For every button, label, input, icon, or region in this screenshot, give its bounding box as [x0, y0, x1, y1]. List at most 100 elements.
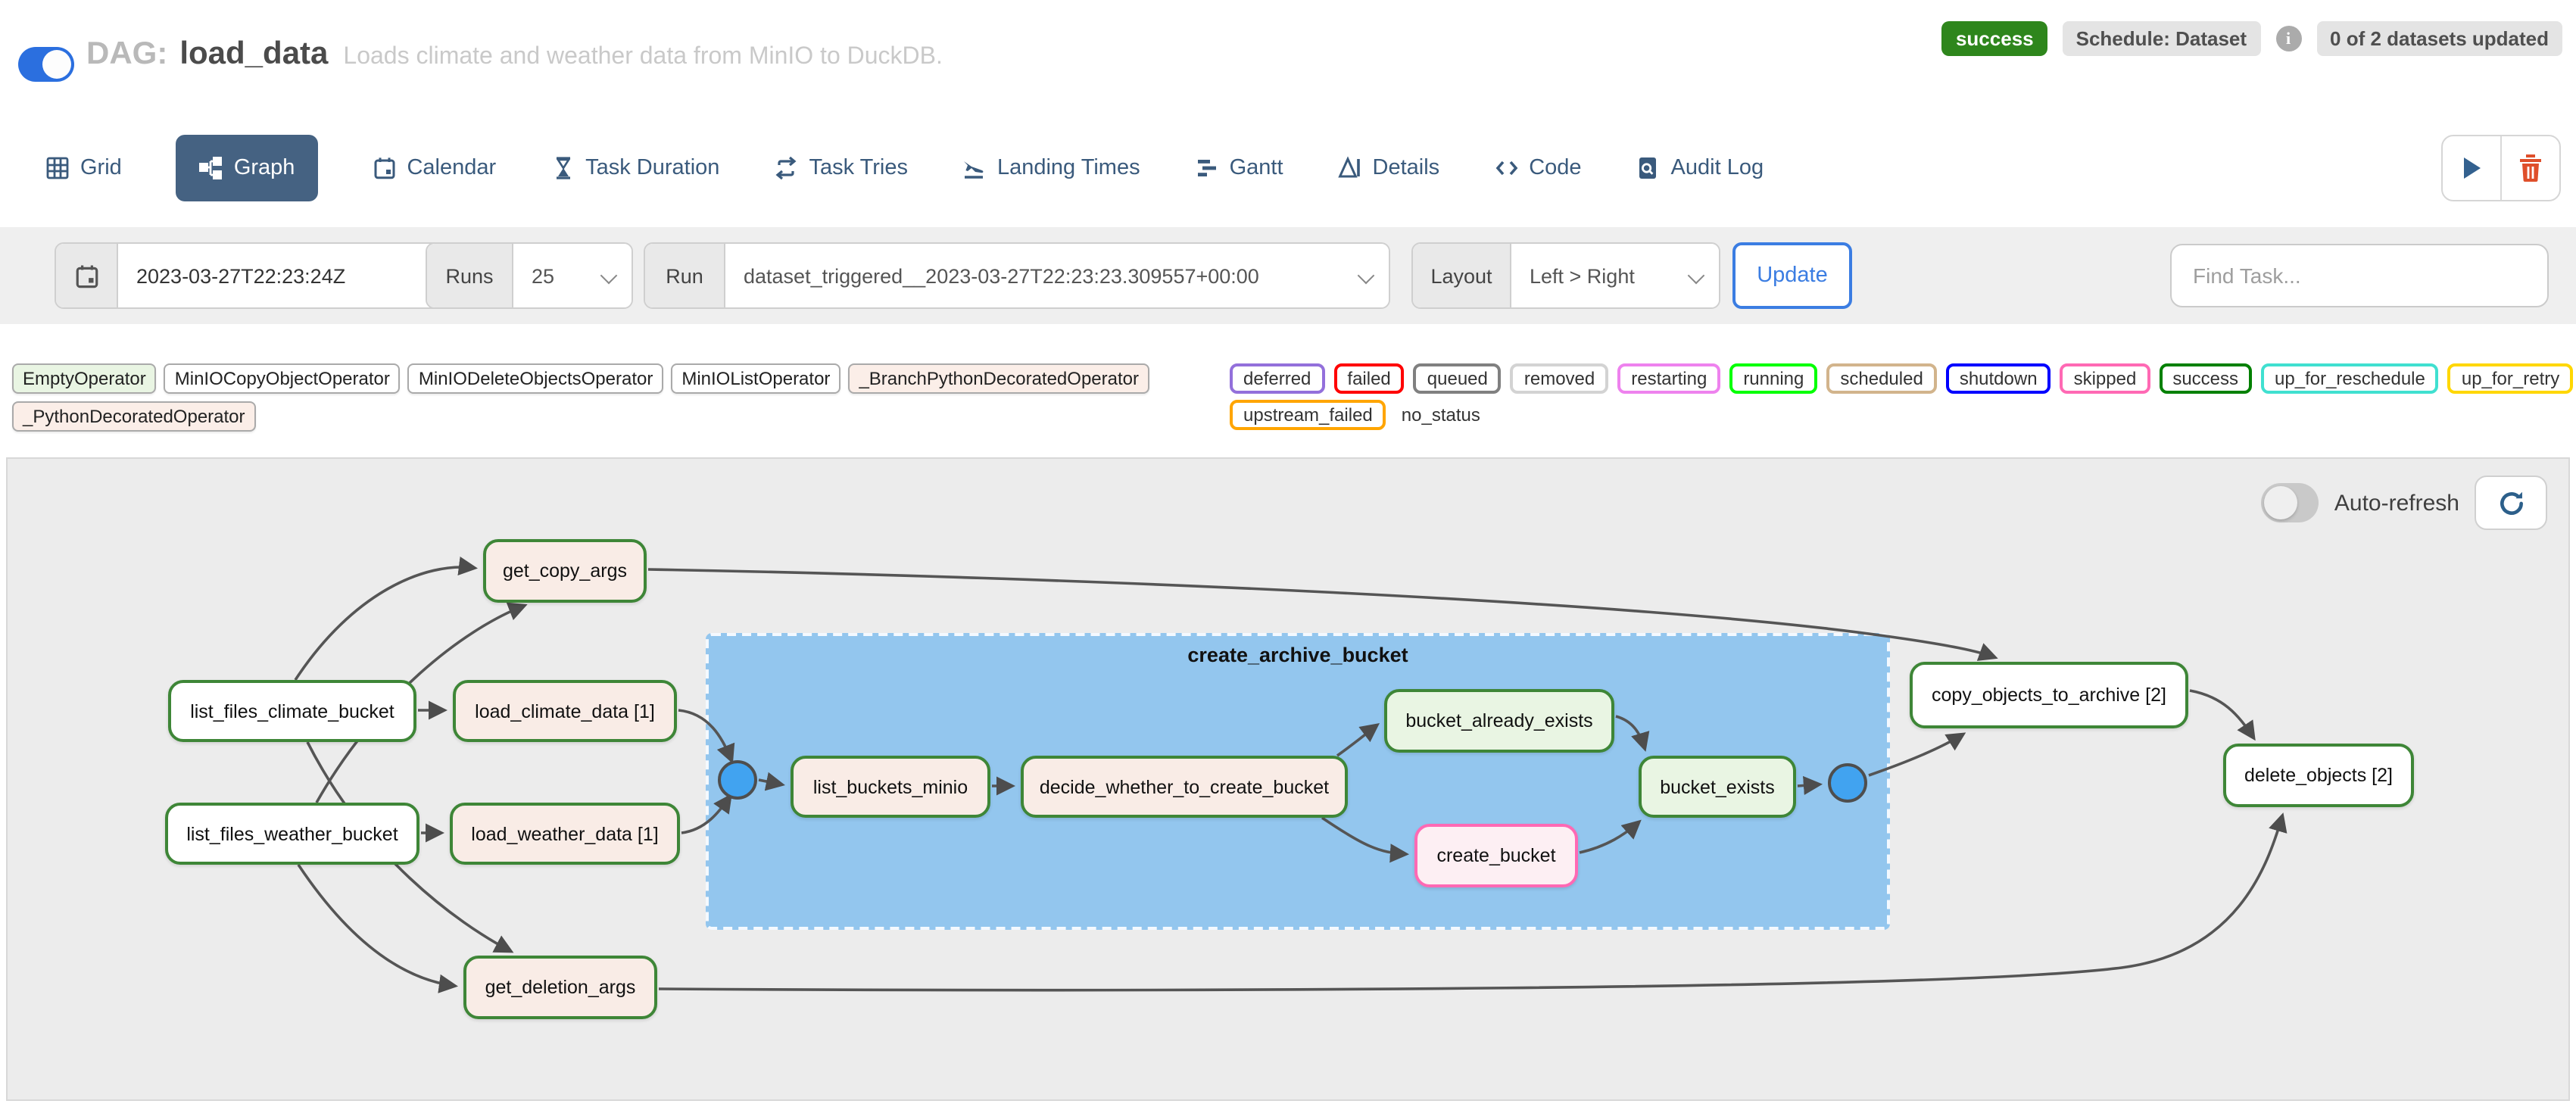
task-group-title: create_archive_bucket [1187, 644, 1408, 666]
dag-prefix-label: DAG: [86, 36, 168, 71]
view-tabs: Grid Graph Calendar Task Duration Task Tries… [45, 135, 1764, 201]
tab-label: Code [1529, 156, 1582, 180]
landing-icon [964, 161, 984, 179]
status-chip-up_for_retry[interactable]: up_for_retry [2447, 363, 2574, 394]
task-node-list_files_climate_bucket[interactable]: list_files_climate_bucket [168, 680, 416, 742]
tab-graph[interactable]: Graph [176, 135, 318, 201]
edge-list_files_climate_bucket-to-get_copy_args [294, 557, 479, 681]
tab-calendar[interactable]: Calendar [372, 135, 496, 201]
run-select[interactable]: dataset_triggered__2023-03-27T22:23:23.3… [725, 244, 1389, 307]
play-icon [2463, 157, 2480, 179]
grid-icon [46, 157, 69, 179]
tab-details[interactable]: Details [1338, 135, 1439, 201]
dag-actions-group [2441, 135, 2561, 201]
edge-list_files_weather_bucket-to-get_deletion_args [297, 864, 458, 993]
operator-chip-miniolistoperator[interactable]: MinIOListOperator [671, 363, 841, 394]
chevron-down-icon [1687, 267, 1705, 285]
task-node-create_bucket[interactable]: create_bucket [1414, 824, 1578, 887]
task-node-load_weather_data[interactable]: load_weather_data [1] [450, 803, 680, 865]
tab-label: Landing Times [996, 156, 1140, 180]
tab-code[interactable]: Code [1494, 135, 1582, 201]
operator-chip-_pythondecoratedoperator[interactable]: _PythonDecoratedOperator [12, 401, 256, 432]
auto-refresh-toggle[interactable] [2261, 483, 2319, 522]
status-chip-restarting[interactable]: restarting [1617, 363, 1721, 394]
edge-copy_objects_to_archive-to-delete_objects [2189, 689, 2256, 741]
code-icon [1495, 161, 1517, 176]
refresh-controls: Auto-refresh [2261, 476, 2547, 530]
join-node-join_right [1828, 763, 1867, 803]
run-group: Run dataset_triggered__2023-03-27T22:23:… [644, 242, 1390, 309]
base-date-group [55, 242, 453, 309]
tab-label: Calendar [407, 156, 497, 180]
edge-bucket_already_exists-to-bucket_exists [1615, 715, 1650, 752]
operator-chip-miniodeleteobjectsoperator[interactable]: MinIODeleteObjectsOperator [407, 363, 664, 394]
status-chip-skipped[interactable]: skipped [2060, 363, 2150, 394]
refresh-icon [2500, 491, 2522, 514]
operator-chip-emptyoperator[interactable]: EmptyOperator [12, 363, 157, 394]
task-node-list_files_weather_bucket[interactable]: list_files_weather_bucket [165, 803, 419, 865]
edge-list_files_climate_bucket-to-get_deletion_args [306, 741, 514, 953]
status-chip-up_for_reschedule[interactable]: up_for_reschedule [2261, 363, 2439, 394]
task-node-copy_objects_to_archive[interactable]: copy_objects_to_archive [2] [1910, 662, 2188, 728]
tab-audit-log[interactable]: Audit Log [1636, 135, 1764, 201]
audit-icon [1639, 157, 1657, 179]
task-node-get_deletion_args[interactable]: get_deletion_args [463, 956, 657, 1019]
toggle-knob [42, 50, 71, 79]
tab-label: Graph [233, 156, 295, 180]
task-node-bucket_already_exists[interactable]: bucket_already_exists [1384, 689, 1614, 753]
run-label: Run [645, 244, 725, 307]
page-title: DAG: load_data Loads climate and weather… [86, 36, 943, 73]
task-node-list_buckets_minio[interactable]: list_buckets_minio [791, 756, 990, 818]
status-chip-scheduled[interactable]: scheduled [1826, 363, 1937, 394]
layout-select[interactable]: Left > Right [1511, 244, 1719, 307]
join-node-join_left [718, 760, 757, 800]
tab-gantt[interactable]: Gantt [1195, 135, 1283, 201]
run-status-badge[interactable]: success [1941, 21, 2047, 56]
base-date-input[interactable] [118, 244, 451, 307]
task-node-decide_whether_to_create_bucket[interactable]: decide_whether_to_create_bucket [1021, 756, 1348, 818]
find-task-input[interactable] [2170, 244, 2549, 307]
tab-task-duration[interactable]: Task Duration [550, 135, 719, 201]
tab-label: Gantt [1229, 156, 1283, 180]
calendar-button[interactable] [56, 244, 118, 307]
edge-get_copy_args-to-copy_objects_to_archive [647, 568, 1998, 661]
header-badges: success Schedule: Dataset i 0 of 2 datas… [1941, 21, 2562, 56]
dag-description: Loads climate and weather data from MinI… [343, 44, 943, 70]
update-button[interactable]: Update [1732, 242, 1852, 309]
task-node-delete_objects[interactable]: delete_objects [2] [2223, 744, 2414, 807]
trash-icon [2520, 154, 2541, 182]
filter-bar: Runs 25 Run dataset_triggered__2023-03-2… [0, 227, 2576, 324]
status-chip-upstream_failed[interactable]: upstream_failed [1230, 400, 1386, 430]
task-node-get_copy_args[interactable]: get_copy_args [483, 539, 647, 603]
status-chip-success[interactable]: success [2159, 363, 2253, 394]
runs-label: Runs [427, 244, 513, 307]
graph-panel: create_archive_bucket get_copy_args list_… [6, 457, 2570, 1101]
runs-select[interactable]: 25 [513, 244, 632, 307]
toggle-knob [2264, 486, 2298, 519]
task-node-load_climate_data[interactable]: load_climate_data [1] [453, 680, 677, 742]
datasets-badge[interactable]: 0 of 2 datasets updated [2316, 21, 2562, 56]
trigger-dag-button[interactable] [2443, 136, 2500, 200]
operator-chip-_branchpythondecoratedoperator[interactable]: _BranchPythonDecoratedOperator [848, 363, 1149, 394]
status-chip-queued[interactable]: queued [1413, 363, 1502, 394]
tab-landing-times[interactable]: Landing Times [962, 135, 1140, 201]
status-chip-failed[interactable]: failed [1333, 363, 1405, 394]
dag-edges [294, 557, 2288, 993]
refresh-button[interactable] [2475, 476, 2547, 530]
dag-pause-toggle[interactable] [18, 47, 74, 82]
schedule-badge[interactable]: Schedule: Dataset [2062, 21, 2261, 56]
tab-grid[interactable]: Grid [45, 135, 122, 201]
operator-chip-miniocopyobjectoperator[interactable]: MinIOCopyObjectOperator [164, 363, 401, 394]
status-chip-removed[interactable]: removed [1510, 363, 1609, 394]
status-chip-deferred[interactable]: deferred [1230, 363, 1325, 394]
delete-dag-button[interactable] [2500, 136, 2559, 200]
edge-join_left-to-list_buckets_minio [758, 772, 785, 791]
layout-label: Layout [1413, 244, 1511, 307]
tab-task-tries[interactable]: Task Tries [774, 135, 908, 201]
task-node-bucket_exists[interactable]: bucket_exists [1639, 756, 1796, 818]
status-chip-running[interactable]: running [1729, 363, 1818, 394]
status-chip-shutdown[interactable]: shutdown [1945, 363, 2051, 394]
schedule-info-icon[interactable]: i [2275, 26, 2302, 51]
